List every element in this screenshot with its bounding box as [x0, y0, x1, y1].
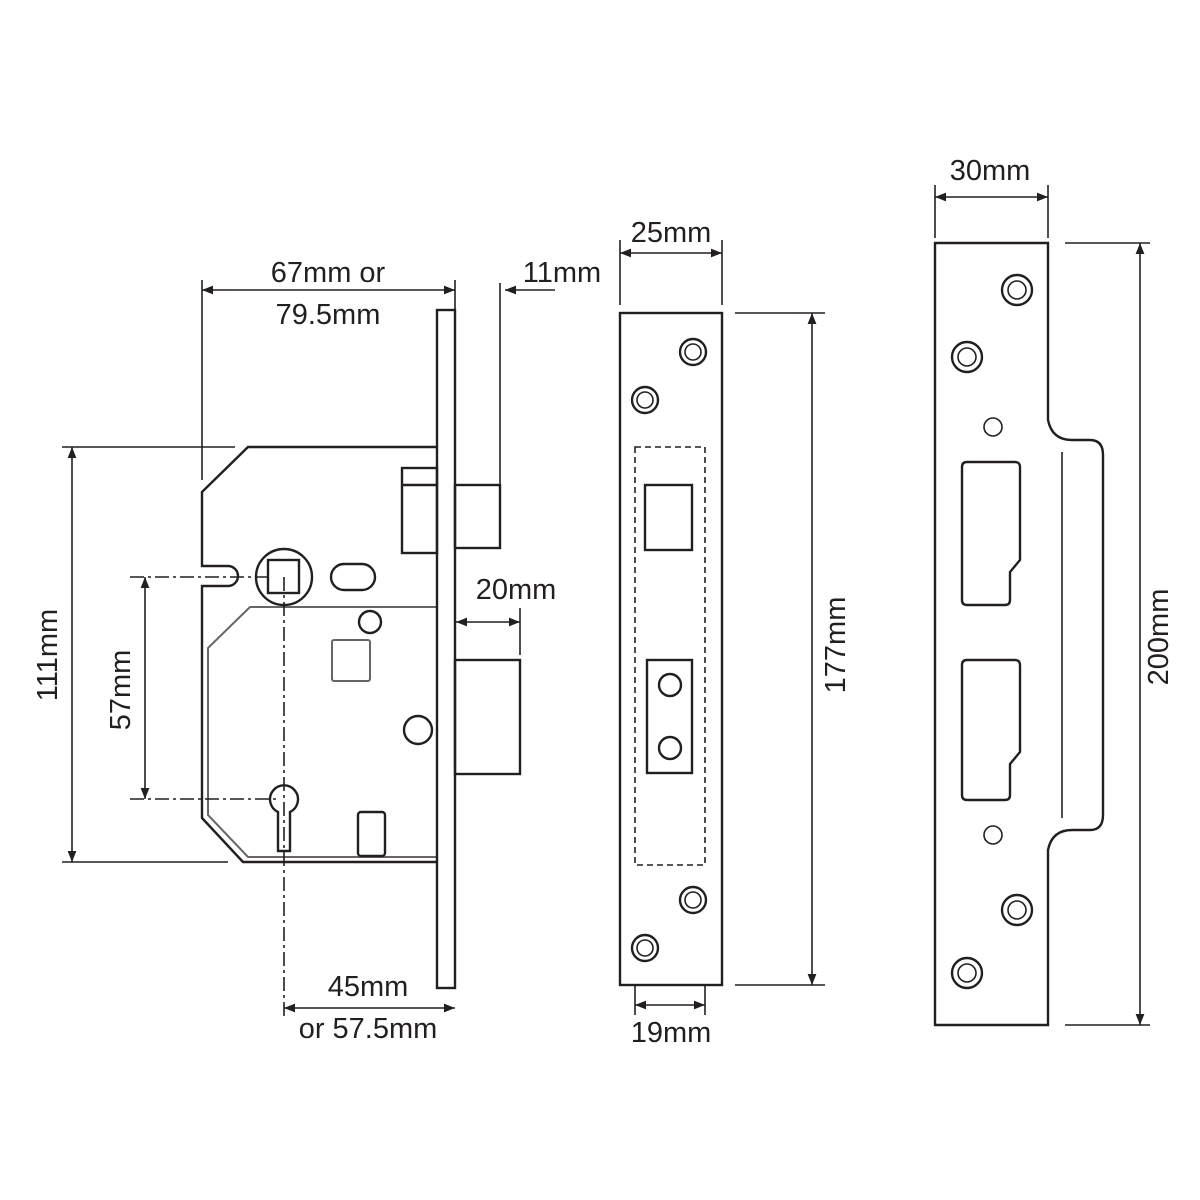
- strike-height-label: 200mm: [1143, 589, 1175, 686]
- screw-hole-icon: [1000, 893, 1034, 927]
- latch-opening: [643, 483, 694, 552]
- screw-hole-icon: [950, 340, 984, 374]
- screw-hole-icon: [678, 885, 708, 915]
- lock-case-inner-plate: [207, 606, 437, 858]
- latch-keep: [960, 460, 1022, 607]
- screw-hole-icon: [630, 933, 660, 963]
- forend-front-view: 25mm 177mm 19mm: [618, 217, 852, 1049]
- screw-hole-icon: [678, 337, 708, 367]
- dead-bolt: [453, 658, 522, 776]
- latch-bolt: [453, 483, 502, 550]
- small-hole: [983, 825, 1003, 845]
- screw-hole-icon: [950, 956, 984, 990]
- bolt-throw-label: 20mm: [476, 574, 557, 606]
- lock-case-drawing: [130, 308, 522, 1020]
- forend-width-label: 25mm: [631, 217, 712, 249]
- lock-case-outline: [200, 445, 437, 864]
- lock-case-dimensions: 67mm or 79.5mm 11mm 111mm 57mm 20mm 45mm…: [32, 257, 601, 1045]
- bolt-opening: [645, 658, 694, 775]
- small-hole: [983, 417, 1003, 437]
- backset-label-alt: 79.5mm: [276, 299, 381, 331]
- centres-label: 57mm: [105, 650, 137, 731]
- strike-plate-view: 30mm 200mm: [933, 155, 1175, 1027]
- fixing-hole: [402, 714, 434, 746]
- rect-cutout: [356, 810, 387, 858]
- case-height-label: 111mm: [32, 609, 64, 701]
- lower-backset-label-alt: or 57.5mm: [299, 1013, 438, 1045]
- fixing-hole: [357, 609, 383, 635]
- forend-thickness-label: 11mm: [523, 257, 601, 289]
- square-cutout: [331, 639, 371, 682]
- forend-front-plate: [618, 311, 724, 987]
- forend-plate: [435, 308, 457, 990]
- case-width-label: 19mm: [631, 1017, 712, 1049]
- oval-slot: [329, 562, 377, 592]
- forend-height-label: 177mm: [820, 597, 852, 694]
- latch-body: [400, 466, 439, 555]
- keyhole: [268, 784, 300, 853]
- case-outline-hidden: [634, 446, 706, 866]
- strike-plate-outline: [933, 241, 1105, 1027]
- screw-hole-icon: [630, 385, 660, 415]
- bolt-keep: [960, 658, 1022, 802]
- backset-label: 67mm or: [271, 257, 386, 289]
- strike-width-label: 30mm: [950, 155, 1031, 187]
- lower-backset-label: 45mm: [328, 971, 409, 1003]
- screw-hole-icon: [1000, 273, 1034, 307]
